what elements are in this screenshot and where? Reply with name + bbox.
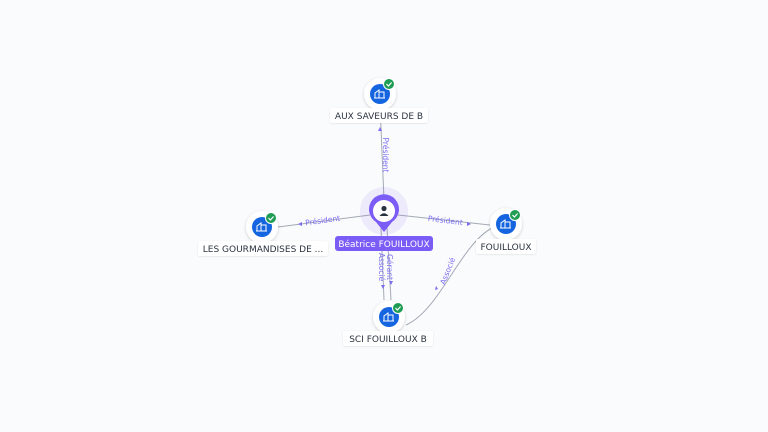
building-icon [383, 312, 394, 322]
arrow-left [298, 222, 302, 226]
person-node[interactable]: Béatrice FOUILLOUX [335, 187, 433, 251]
edge-label-bottom-b: Associé [377, 253, 386, 282]
edge-label-bottom-a: Gérant [385, 254, 394, 280]
edge-arrows [298, 127, 471, 290]
verified-badge-icon [383, 78, 395, 90]
verified-badge-icon [392, 302, 404, 314]
edge-bottom-right [405, 227, 493, 326]
arrow-bottom-a [381, 285, 385, 289]
building-icon [500, 219, 511, 229]
person-name[interactable]: Béatrice FOUILLOUX [338, 239, 429, 250]
person-icon [379, 205, 389, 216]
company-name-left[interactable]: LES GOURMANDISES DE ... [203, 245, 323, 255]
edge-label-left: Président [305, 214, 341, 228]
building-icon [256, 222, 267, 232]
company-node-left[interactable]: LES GOURMANDISES DE ... [198, 211, 328, 256]
company-node-top[interactable]: AUX SAVEURS DE B [330, 78, 428, 123]
edge-person-left [277, 214, 371, 228]
edge-person-right [397, 214, 491, 226]
arrow-top [378, 127, 382, 131]
company-name-bottom[interactable]: SCI FOUILLOUX B [349, 335, 427, 345]
arrow-bottom-right [435, 286, 438, 290]
edge-label-right: Président [427, 214, 463, 227]
company-name-top[interactable]: AUX SAVEURS DE B [335, 112, 423, 122]
building-icon [374, 89, 385, 99]
arrow-bottom-b [389, 281, 393, 285]
company-node-bottom[interactable]: SCI FOUILLOUX B [343, 301, 433, 346]
verified-badge-icon [509, 209, 521, 221]
verified-badge-icon [265, 212, 277, 224]
edge-label-top: Président [381, 138, 390, 173]
company-name-right[interactable]: FOUILLOUX [480, 243, 531, 253]
company-node-right[interactable]: FOUILLOUX [476, 208, 536, 254]
arrow-right [467, 222, 471, 226]
